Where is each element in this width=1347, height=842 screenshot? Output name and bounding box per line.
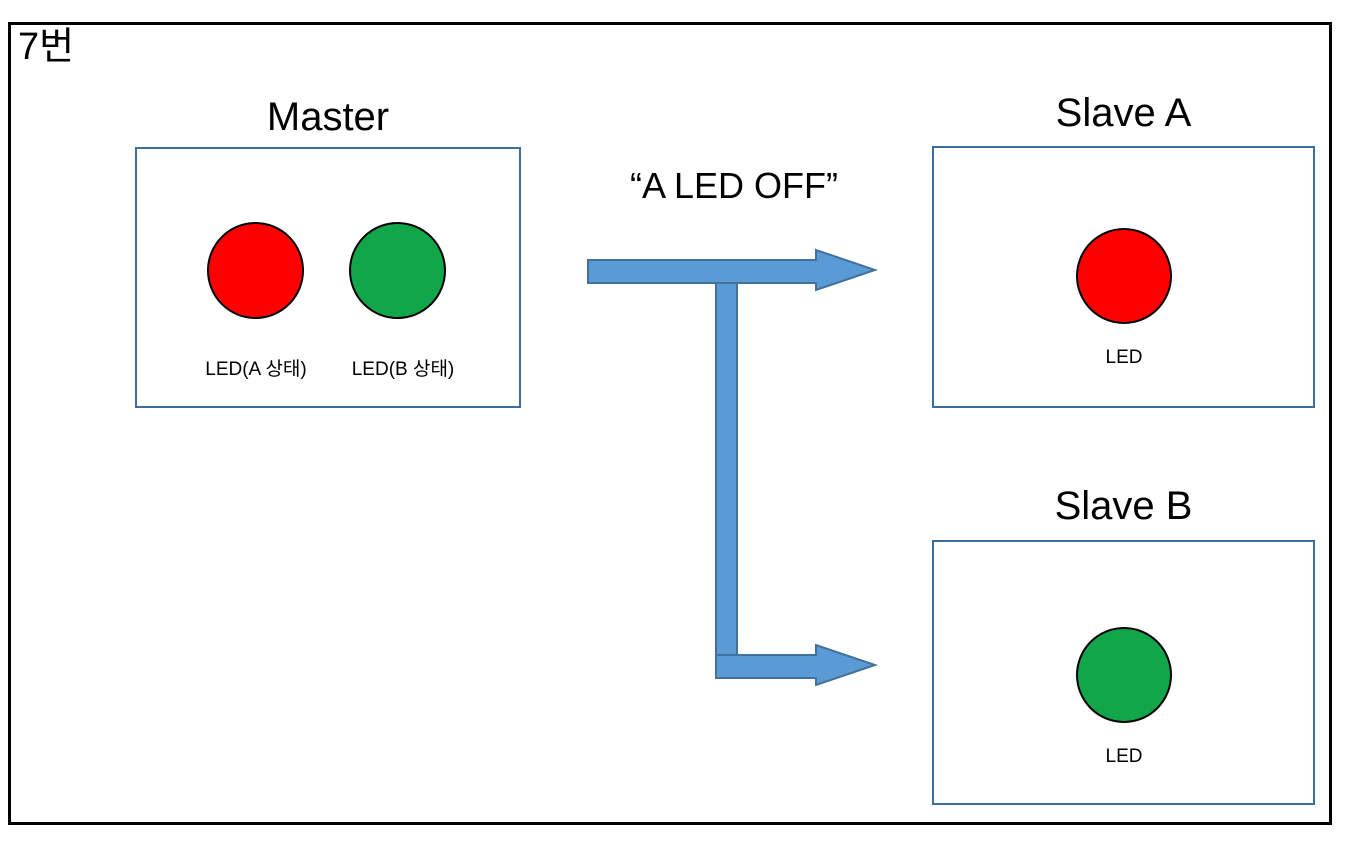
- slave-b-led-label: LED: [1105, 746, 1143, 767]
- page-title: 7번: [18, 26, 75, 68]
- slave-a-led-label: LED: [1105, 347, 1143, 368]
- broadcast-arrow-graphic: [587, 248, 879, 687]
- master-led-a-indicator[interactable]: [207, 222, 304, 319]
- arrow-vertical-stem: [715, 259, 738, 666]
- connector-label: “A LED OFF”: [629, 165, 839, 206]
- arrow-to-slave-a: [587, 248, 879, 292]
- master-led-b-indicator[interactable]: [349, 222, 446, 319]
- master-led-a-label: LED(A 상태): [205, 359, 307, 380]
- master-led-b-label: LED(B 상태): [351, 359, 455, 380]
- slave-a-led-indicator[interactable]: [1076, 228, 1172, 324]
- master-caption: Master: [266, 95, 390, 139]
- slave-a-box: LED: [932, 146, 1315, 408]
- slave-b-caption: Slave B: [1054, 484, 1193, 528]
- slave-b-box: LED: [932, 540, 1315, 805]
- slave-a-caption: Slave A: [1055, 91, 1192, 135]
- slave-b-led-indicator[interactable]: [1076, 627, 1172, 723]
- master-box: LED(A 상태) LED(B 상태): [135, 147, 521, 408]
- arrow-to-slave-b: [715, 643, 879, 687]
